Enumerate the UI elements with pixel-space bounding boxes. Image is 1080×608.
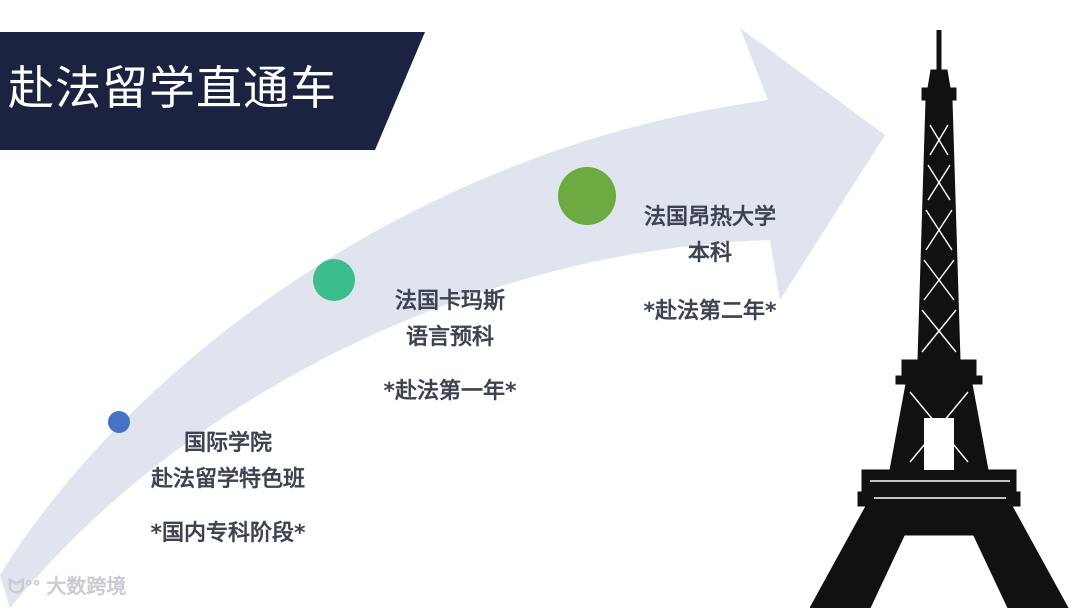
stage-2-label: 法国卡玛斯 语言预科 *赴法第一年* <box>355 284 545 410</box>
watermark-logo-icon: ᗢᐤᐤ <box>8 574 40 598</box>
stage-2-note: *赴法第一年* <box>355 374 545 410</box>
page-title: 赴法留学直通车 <box>8 52 337 118</box>
stage-3-dot <box>558 167 616 225</box>
stage-2-dot <box>313 259 355 301</box>
eiffel-tower-icon <box>810 30 1070 608</box>
stage-3-note: *赴法第二年* <box>610 294 810 330</box>
watermark-text: 大数跨境 <box>46 574 126 598</box>
stage-2-line1: 法国卡玛斯 <box>395 289 505 314</box>
stage-1-note: *国内专科阶段* <box>118 516 338 552</box>
stage-3-line2: 本科 <box>688 241 732 266</box>
stage-2-line2: 语言预科 <box>406 325 494 350</box>
stage-3-label: 法国昂热大学 本科 *赴法第二年* <box>610 200 810 330</box>
stage-3-line1: 法国昂热大学 <box>644 205 776 230</box>
stage-1-line1: 国际学院 <box>184 431 272 456</box>
stage-1-line2: 赴法留学特色班 <box>151 467 305 492</box>
stage-1-label: 国际学院 赴法留学特色班 *国内专科阶段* <box>118 426 338 552</box>
